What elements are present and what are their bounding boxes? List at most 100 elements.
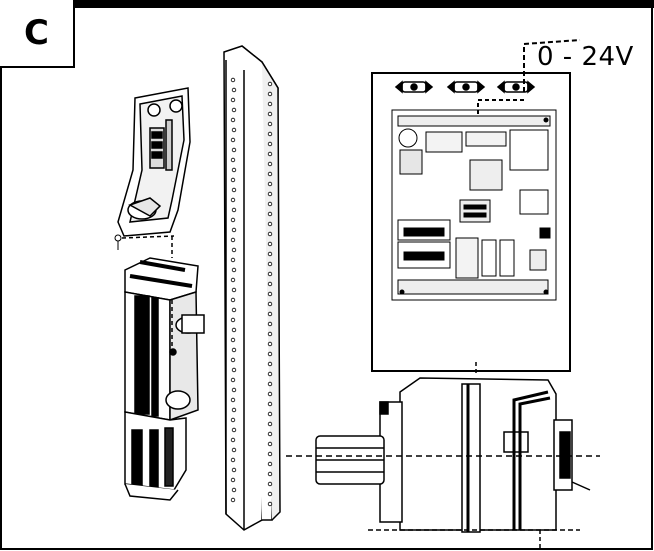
rail-hole <box>267 301 273 307</box>
rail-hole <box>267 321 273 327</box>
rail-hole <box>267 351 273 357</box>
rail-hole <box>267 251 273 257</box>
rail-hole <box>231 387 237 393</box>
bracket-guide-line <box>121 235 175 239</box>
rail-hole <box>267 461 273 467</box>
rail-hole <box>231 307 237 313</box>
rail-hole <box>267 141 273 147</box>
rail-hole <box>267 91 273 97</box>
rail-hole <box>230 177 236 183</box>
voltage-label: 0 - 24V <box>537 42 634 72</box>
rail-hole <box>267 241 273 247</box>
rail-hole <box>267 481 273 487</box>
rail-hole <box>231 367 237 373</box>
rail-hole <box>267 421 273 427</box>
screw <box>114 234 122 250</box>
rail-hole <box>231 247 237 253</box>
rail-hole <box>267 391 273 397</box>
rail-hole <box>267 331 273 337</box>
rail-hole <box>230 197 236 203</box>
rail-hole <box>230 377 236 383</box>
motor-actuator <box>124 257 205 501</box>
rail-hole <box>267 271 273 277</box>
rail-hole <box>267 111 273 117</box>
rail-hole <box>267 131 273 137</box>
rail-hole <box>230 337 236 343</box>
rail-hole <box>231 407 237 413</box>
rail-hole <box>267 371 273 377</box>
rail-hole <box>230 397 236 403</box>
cable-glands <box>394 80 536 94</box>
rail-hole <box>267 211 273 217</box>
rail-hole <box>230 477 236 483</box>
rail-hole <box>230 497 236 503</box>
rail-hole <box>267 311 273 317</box>
rail-hole <box>267 381 273 387</box>
rail-hole <box>231 287 237 293</box>
rail-hole <box>231 87 237 93</box>
rail-hole <box>231 427 237 433</box>
rail-hole <box>267 161 273 167</box>
rail-hole <box>230 77 236 83</box>
rail-hole <box>231 487 237 493</box>
rail-hole <box>231 167 237 173</box>
rail-hole <box>267 231 273 237</box>
drive-motor <box>315 377 591 533</box>
rail-hole <box>230 457 236 463</box>
rail-hole <box>267 431 273 437</box>
rail-hole <box>230 237 236 243</box>
rail-hole <box>231 227 237 233</box>
rail-hole <box>231 327 237 333</box>
rail-hole <box>267 261 273 267</box>
rail-hole <box>230 357 236 363</box>
rail-hole <box>267 401 273 407</box>
rail-hole <box>267 471 273 477</box>
rail-hole <box>230 97 236 103</box>
rail-hole <box>267 101 273 107</box>
rail-hole <box>230 277 236 283</box>
control-bracket <box>117 87 191 237</box>
rail-hole <box>231 127 237 133</box>
rail-hole <box>267 221 273 227</box>
rail-hole <box>230 157 236 163</box>
panel-label-box: C <box>0 0 75 68</box>
rail-hole <box>231 447 237 453</box>
panel-label: C <box>24 13 49 53</box>
rail-hole <box>267 341 273 347</box>
rail-hole <box>230 317 236 323</box>
circuit-board <box>391 109 557 301</box>
top-border-bar <box>0 0 654 8</box>
rail-hole <box>231 107 237 113</box>
rail-hole <box>267 171 273 177</box>
rail-hole <box>267 491 273 497</box>
rail-hole <box>267 291 273 297</box>
rail-hole <box>267 181 273 187</box>
rail-hole <box>267 411 273 417</box>
rail-hole <box>231 467 237 473</box>
rail-hole <box>267 281 273 287</box>
board-wire <box>477 99 524 114</box>
rail-hole <box>267 81 273 87</box>
voltage-wire <box>523 39 581 92</box>
rail-hole <box>231 347 237 353</box>
rail-hole <box>267 151 273 157</box>
rail-hole <box>267 501 273 507</box>
rail-holes <box>230 77 273 507</box>
rail-hole <box>230 117 236 123</box>
rail-hole <box>267 121 273 127</box>
rail-hole <box>230 217 236 223</box>
rail-hole <box>230 257 236 263</box>
rail-hole <box>231 267 237 273</box>
rail-hole <box>231 207 237 213</box>
rail-hole <box>231 187 237 193</box>
rail-hole <box>231 147 237 153</box>
rail-hole <box>267 361 273 367</box>
rail-hole <box>267 191 273 197</box>
rail-hole <box>230 137 236 143</box>
rail-hole <box>267 451 273 457</box>
rail-hole <box>230 417 236 423</box>
rail-hole <box>230 297 236 303</box>
rail-hole <box>267 441 273 447</box>
rail-hole <box>230 437 236 443</box>
